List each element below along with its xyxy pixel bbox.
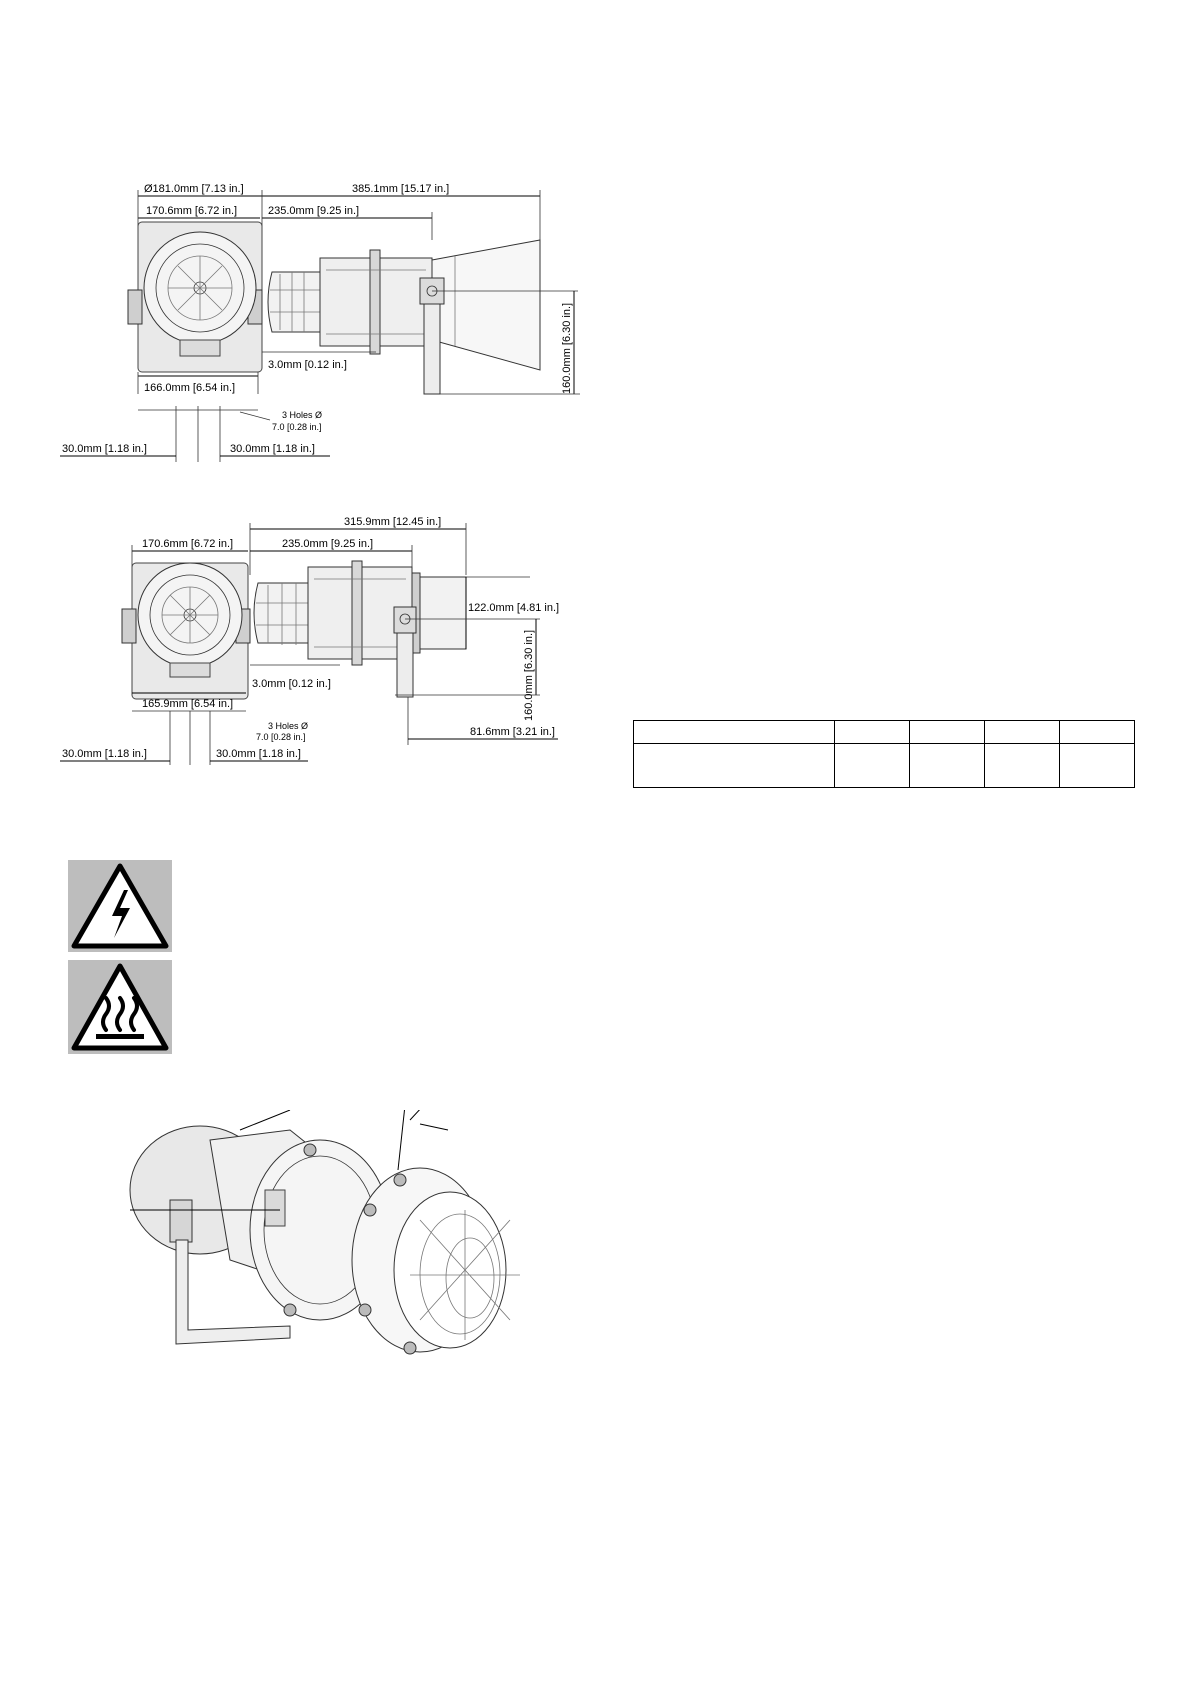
dim-rear-offset: 81.6mm [3.21 in.] — [470, 726, 555, 738]
dim-hole-left: 30.0mm [1.18 in.] — [62, 443, 147, 455]
hot-surface-warning-icon — [68, 960, 172, 1054]
table-header-row — [634, 721, 1134, 744]
dim-hole-right: 30.0mm [1.18 in.] — [230, 443, 315, 455]
dim-body-length: 235.0mm [9.25 in.] — [268, 205, 359, 217]
dim-holes-label: 3 Holes Ø — [268, 721, 308, 731]
specification-table — [633, 720, 1135, 788]
dim-bracket-thickness: 3.0mm [0.12 in.] — [252, 678, 331, 690]
dim-hole-right: 30.0mm [1.18 in.] — [216, 748, 301, 760]
dim-diameter: Ø181.0mm [7.13 in.] — [144, 183, 244, 195]
dim-hole-left: 30.0mm [1.18 in.] — [62, 748, 147, 760]
dim-front-width: 170.6mm [6.72 in.] — [146, 205, 237, 217]
dim-overall-length: 315.9mm [12.45 in.] — [344, 516, 441, 528]
dim-bracket-thickness: 3.0mm [0.12 in.] — [268, 359, 347, 371]
dim-overall-length: 385.1mm [15.17 in.] — [352, 183, 449, 195]
dim-base-width: 166.0mm [6.54 in.] — [144, 382, 235, 394]
dimension-drawing-cylinder: 315.9mm [12.45 in.] 170.6mm [6.72 in.] 2… — [60, 516, 559, 765]
product-perspective-illustration — [129, 1110, 520, 1355]
dim-base-width: 165.9mm [6.54 in.] — [142, 698, 233, 710]
dim-height: 160.0mm [6.30 in.] — [523, 630, 535, 721]
dimension-drawing-horn: Ø181.0mm [7.13 in.] 385.1mm [15.17 in.] … — [60, 183, 580, 462]
dim-holes-size: 7.0 [0.28 in.] — [272, 422, 322, 432]
dim-body-length: 235.0mm [9.25 in.] — [282, 538, 373, 550]
electric-shock-warning-icon — [68, 860, 172, 952]
dim-height: 160.0mm [6.30 in.] — [561, 303, 573, 394]
dim-front-width: 170.6mm [6.72 in.] — [142, 538, 233, 550]
dim-holes-size: 7.0 [0.28 in.] — [256, 732, 306, 742]
dim-cylinder-diameter: 122.0mm [4.81 in.] — [468, 602, 559, 614]
dim-holes-label: 3 Holes Ø — [282, 410, 322, 420]
